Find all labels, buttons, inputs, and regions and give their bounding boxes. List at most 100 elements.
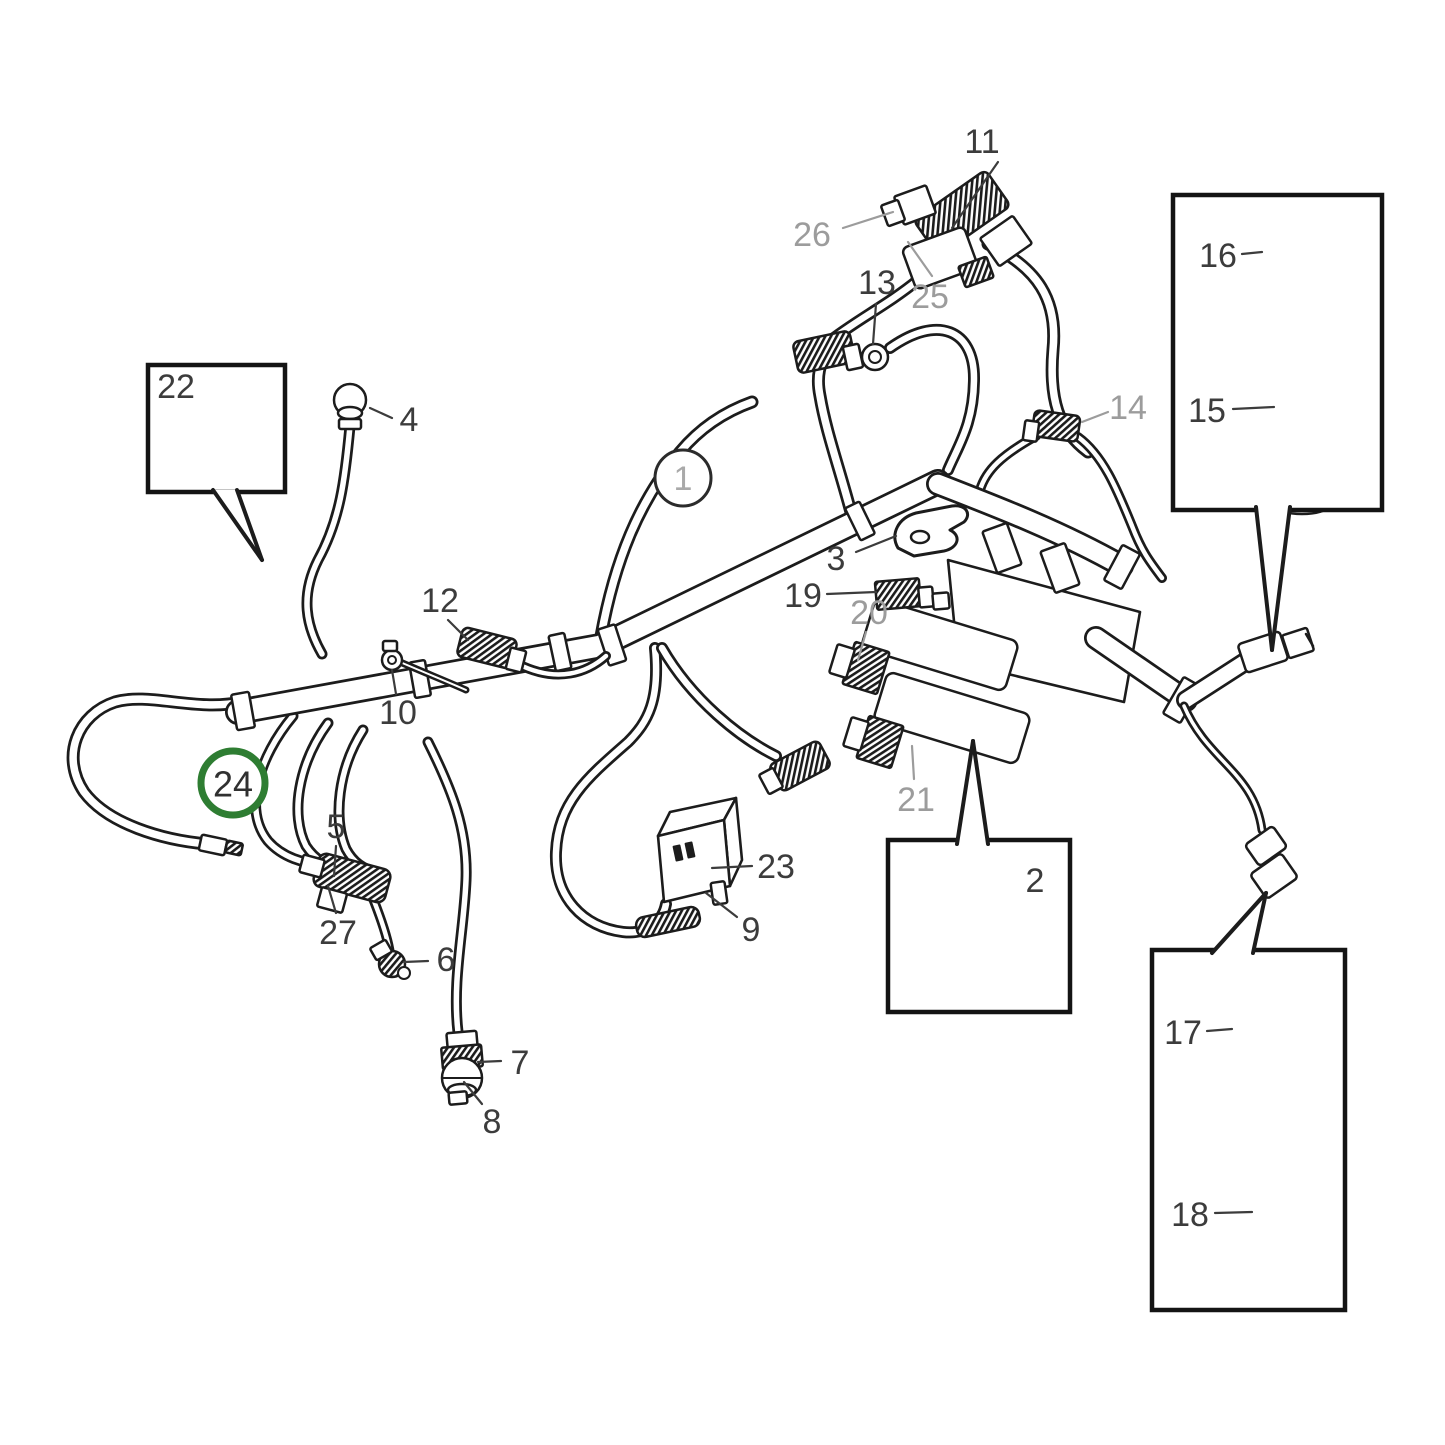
harness-tube-core: [69, 695, 246, 848]
detail-line: [235, 488, 264, 562]
knurled-connector: [634, 905, 702, 939]
part-label-11: 11: [964, 123, 999, 161]
harness-tube-core: [552, 644, 670, 936]
part-label-18: 18: [1171, 1196, 1209, 1234]
harness-tube-core: [227, 471, 949, 723]
part-label-15: 15: [1188, 392, 1226, 430]
connector-body: [197, 833, 229, 857]
faceted-body: [656, 818, 732, 904]
harness-tube-outline: [975, 431, 1041, 495]
harness-tube-core: [425, 739, 469, 1035]
part-label-23: 23: [757, 848, 795, 886]
detail-line: [446, 618, 470, 642]
harness-tube-core: [658, 644, 780, 760]
detail-line: [332, 844, 338, 878]
connector-body: [844, 500, 876, 542]
detail-line: [1205, 1027, 1234, 1033]
connector-body: [1103, 544, 1141, 590]
part-label-4: 4: [400, 401, 419, 439]
harness-tube-core: [252, 713, 325, 868]
connector-body: [979, 215, 1033, 267]
connector-body: [861, 598, 1019, 692]
detail-line: [1213, 1210, 1254, 1215]
detail-line: [402, 959, 430, 964]
detail-line: [1210, 891, 1268, 955]
detail-line: [910, 744, 916, 781]
detail-line: [854, 534, 898, 554]
detail-line: [906, 240, 934, 278]
detail-line: [841, 210, 895, 230]
part-label-21: 21: [897, 781, 935, 819]
round-fitting: [387, 655, 397, 665]
connector-body: [1021, 419, 1041, 443]
highlighted-callout-label: 24: [213, 764, 253, 805]
detail-line: [390, 668, 398, 696]
detail-line: [476, 1059, 503, 1064]
detail-line: [1251, 891, 1268, 955]
harness-tube-core: [399, 661, 467, 691]
harness-tube-core: [1086, 628, 1196, 710]
connector-body: [1250, 853, 1298, 899]
detail-line: [462, 1080, 484, 1106]
connector-body: [369, 938, 393, 962]
fitting-ellipse: [336, 405, 364, 421]
harness-tube-core: [304, 423, 353, 657]
harness-tube-core: [515, 653, 609, 677]
part-label-26: 26: [793, 216, 831, 254]
inset-box-2: [885, 837, 1073, 1015]
harness-tube-core: [1178, 652, 1256, 708]
connector-body: [1039, 542, 1081, 594]
connector-body: [230, 690, 256, 732]
connector-body: [447, 1090, 469, 1106]
detail-line: [1270, 505, 1292, 652]
detail-line: [1231, 405, 1276, 411]
fitting-ellipse: [909, 529, 931, 545]
pointer-wedge-fill-box-15-16: [1256, 507, 1290, 650]
part-label-7: 7: [511, 1044, 530, 1082]
part-label-6: 6: [437, 941, 456, 979]
part-label-22: 22: [157, 368, 195, 406]
inset-box-17-18: [1149, 947, 1348, 1313]
connector-body: [842, 716, 870, 752]
detail-line: [856, 630, 868, 662]
part-label-17: 17: [1164, 1014, 1202, 1052]
detail-line: [368, 406, 394, 420]
connector-body: [828, 643, 856, 679]
part-label-19: 19: [784, 577, 822, 615]
harness-tube-core: [928, 474, 1132, 576]
harness-tube-core: [1075, 434, 1165, 581]
connector-body: [931, 591, 951, 611]
pointer-wedge-fill-box-2: [957, 741, 988, 844]
connector-body: [381, 639, 399, 653]
detail-line: [326, 884, 338, 915]
connector-body: [901, 226, 979, 290]
connector-detail: [684, 841, 696, 859]
part-label-5: 5: [327, 808, 346, 846]
connector-detail: [672, 844, 684, 862]
detail-line: [955, 739, 975, 846]
knurled-connector: [957, 255, 995, 289]
detail-line: [1240, 250, 1264, 256]
connector-body: [709, 880, 729, 906]
connector-body: [596, 623, 628, 667]
part-label-16: 16: [1199, 237, 1237, 275]
part-label-8: 8: [483, 1103, 502, 1141]
detail-line: [704, 891, 739, 919]
inset-box-22: [145, 362, 288, 495]
part-label-2: 2: [1026, 862, 1045, 900]
harness-tube-core: [886, 326, 978, 474]
connector-body: [981, 522, 1023, 574]
knurled-connector: [224, 839, 244, 857]
assembly-callout-label: 1: [674, 460, 693, 498]
connector-body: [504, 646, 528, 674]
part-label-9: 9: [742, 911, 761, 949]
part-label-10: 10: [379, 694, 417, 732]
detail-line: [1080, 410, 1110, 424]
connector-body: [758, 766, 784, 796]
connector-body: [1237, 630, 1289, 674]
part-label-27: 27: [319, 914, 357, 952]
connector-body: [841, 342, 865, 372]
round-fitting: [397, 966, 411, 980]
